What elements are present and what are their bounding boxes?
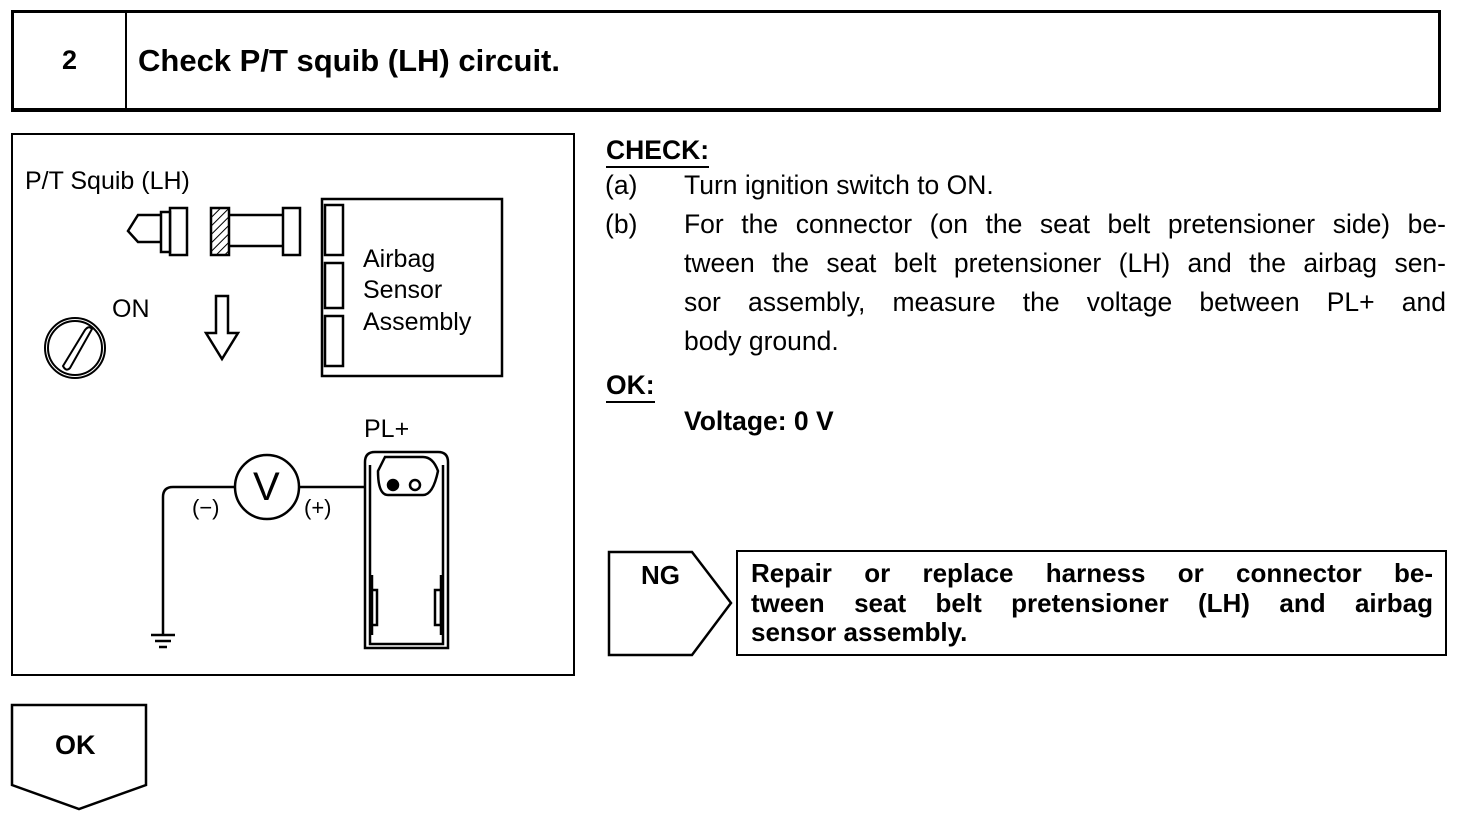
check-heading: CHECK: xyxy=(606,131,710,170)
step-a-label: (a) xyxy=(605,170,638,200)
sensor-side-connector-icon xyxy=(209,206,302,257)
ecu-label-line-1: Airbag xyxy=(363,245,436,273)
ignition-on-label: ON xyxy=(112,295,150,323)
circuit-illustration xyxy=(44,197,504,650)
ok-spec-heading: OK: xyxy=(606,366,655,405)
ok-arrow-icon xyxy=(10,703,148,811)
ng-arrow-icon xyxy=(607,550,733,657)
squib-connector-icon xyxy=(126,206,189,257)
ecu-label-line-2: Sensor xyxy=(363,276,443,304)
step-b-label: (b) xyxy=(605,209,638,239)
ok-label: OK xyxy=(55,730,96,760)
step-b-text: For the connector (on the seat belt pret… xyxy=(684,209,1446,356)
pretensioner-connector-icon xyxy=(363,450,450,650)
voltmeter-symbol: V xyxy=(253,465,280,509)
arrow-down-icon xyxy=(203,294,241,362)
positive-probe-label: (+) xyxy=(304,495,332,520)
airbag-sensor-assembly-icon xyxy=(320,197,504,378)
voltmeter-circuit xyxy=(151,453,394,649)
squib-label: P/T Squib (LH) xyxy=(25,167,190,195)
circuit-diagram: P/T Squib (LH) Airbag Sensor Assembly ON… xyxy=(11,133,575,676)
ecu-label-line-3: Assembly xyxy=(363,308,472,336)
step-header: 2 Check P/T squib (LH) circuit. xyxy=(11,10,1441,112)
ignition-key-icon xyxy=(44,317,106,379)
step-number: 2 xyxy=(14,13,127,108)
terminal-label: PL+ xyxy=(364,415,410,443)
ng-label: NG xyxy=(641,560,680,590)
ng-action-box: Repair or replace harness or connector b… xyxy=(736,550,1447,656)
negative-probe-label: (−) xyxy=(192,495,220,520)
step-a-text: Turn ignition switch to ON. xyxy=(684,170,994,200)
step-title: Check P/T squib (LH) circuit. xyxy=(138,42,560,78)
ok-spec-value: Voltage: 0 V xyxy=(684,406,834,436)
